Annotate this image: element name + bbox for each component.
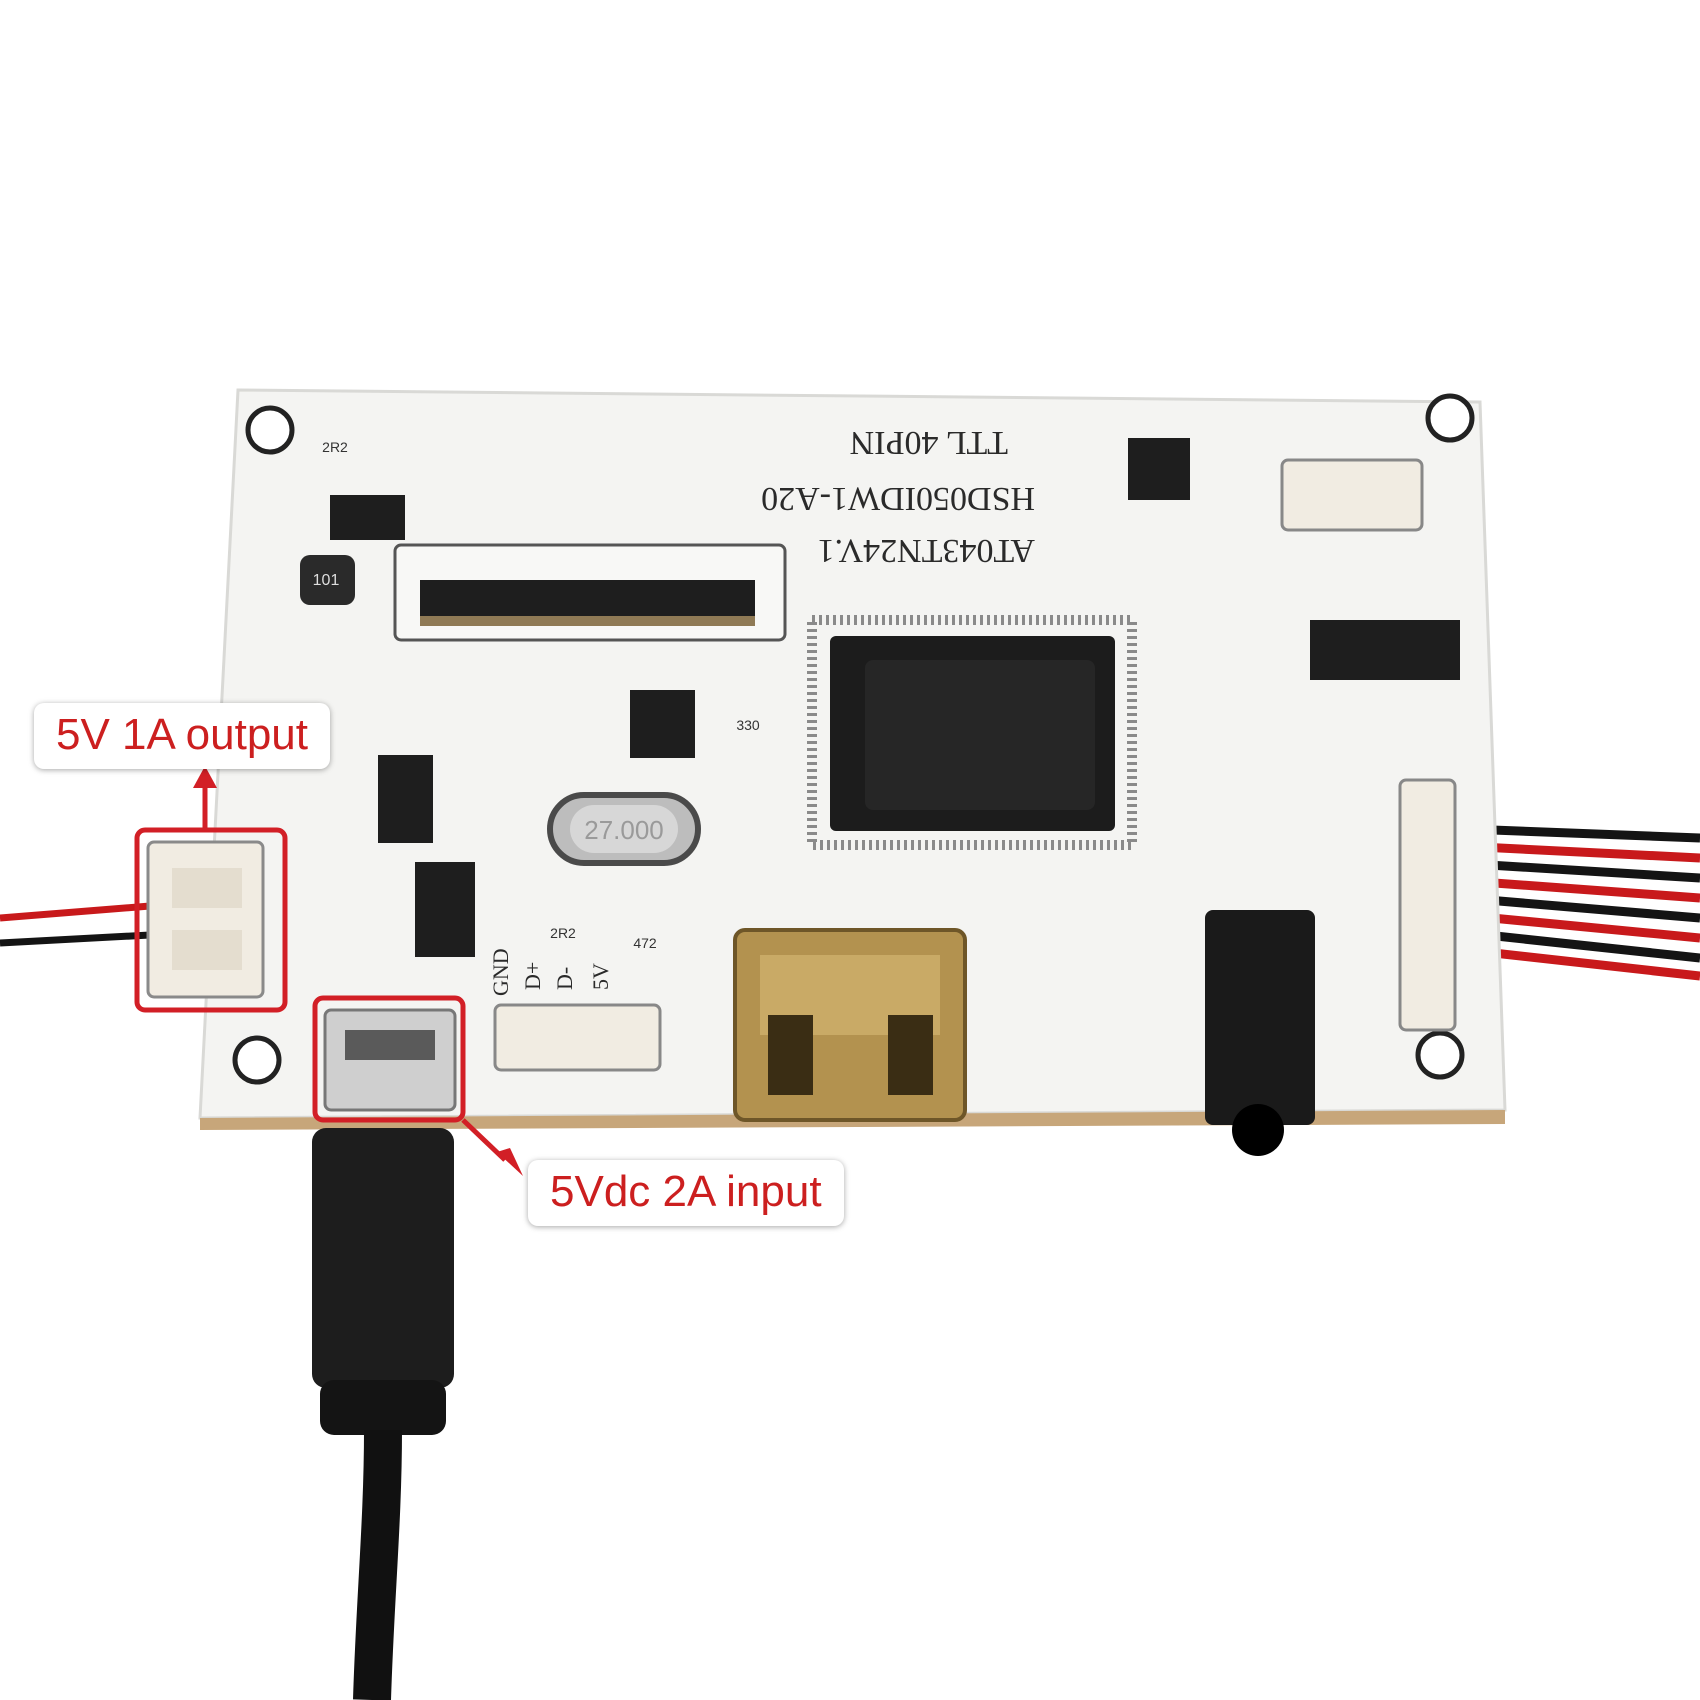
input-arrow-icon: [461, 1118, 507, 1162]
sop8-ic: [1128, 438, 1190, 500]
main-controller-chip: [807, 615, 1137, 850]
top-right-connector: [1280, 458, 1424, 532]
silkscreen-board-model: AT043TN24V.1: [817, 532, 1035, 569]
micro-usb-port: [323, 1008, 457, 1112]
pin-label-5v: 5V: [588, 963, 613, 990]
pcb-board: TTL 40PIN HSD050IDW1-A20 AT043TN24V.1 27…: [146, 388, 1507, 1156]
sop14-ic: [1310, 620, 1460, 680]
marking-101: 101: [313, 572, 340, 589]
inductor: [300, 555, 355, 605]
input-arrow-head: [497, 1148, 523, 1176]
marking-330: 330: [736, 717, 760, 733]
power-output-connector: [146, 840, 265, 999]
left-wires: [0, 902, 151, 947]
mount-hole: [1415, 1030, 1465, 1080]
input-callout-label: 5Vdc 2A input: [528, 1160, 844, 1226]
sop8-ic: [630, 690, 695, 758]
audio-jack: [1205, 910, 1315, 1156]
right-side-connector: [1398, 778, 1457, 1032]
pin-label-gnd: GND: [488, 948, 513, 996]
output-highlight-box: [134, 827, 288, 1013]
pin-label-dplus: D+: [520, 962, 545, 990]
crystal-oscillator: 27.000: [547, 792, 701, 866]
fpc-40pin-connector: [393, 543, 787, 642]
voltage-regulator: [415, 862, 475, 957]
mini-hdmi-port: [733, 928, 967, 1122]
usb-header-connector: [493, 1003, 662, 1072]
output-arrow-head: [193, 766, 217, 788]
mount-hole: [1425, 393, 1475, 443]
usb-cable: [312, 1128, 454, 1700]
marking-2r2-top: 2R2: [322, 439, 348, 455]
marking-2r2-bottom: 2R2: [550, 925, 576, 941]
pin-label-dminus: D-: [552, 967, 577, 990]
silkscreen-panel-model: HSD050IDW1-A20: [761, 480, 1035, 517]
marking-472: 472: [633, 935, 657, 951]
schottky-diode: [330, 495, 405, 540]
crystal-marking: 27.000: [584, 815, 664, 845]
mount-hole: [245, 405, 295, 455]
voltage-regulator: [378, 755, 433, 843]
input-highlight-box: [312, 995, 466, 1123]
mount-hole: [232, 1035, 282, 1085]
silkscreen-ttl-40pin: TTL 40PIN: [850, 424, 1008, 461]
output-callout-label: 5V 1A output: [34, 703, 330, 769]
